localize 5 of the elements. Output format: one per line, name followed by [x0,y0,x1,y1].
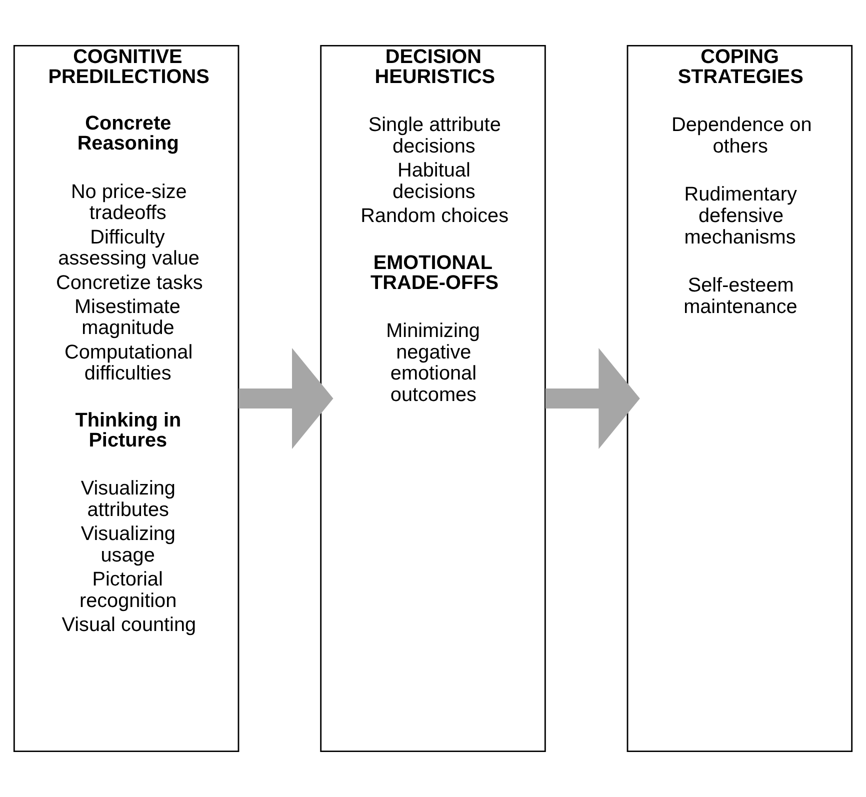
arrow [545,348,640,449]
node-box: DECISION HEURISTICS Single attribute decisions Habitual decisions Random choices EMOTIONAL TRADE-OFFS Minimizing negative emotional outcomes [320,44,546,752]
node-box: COGNITIVE PREDILECTIONS Concrete Reasoning No price-size tradeoffs Difficulty assessing value Concretize tasks Misestimate magnitude Computational difficulties Thinking in Pictures Visualizing attributes Visualizing usage Pictorial recognition Visual counting [13,44,240,752]
node-box: COPING STRATEGIES Dependence on others Rudimentary defensive mechanisms Self-esteem maintenance [626,44,853,752]
arrow [238,348,334,449]
